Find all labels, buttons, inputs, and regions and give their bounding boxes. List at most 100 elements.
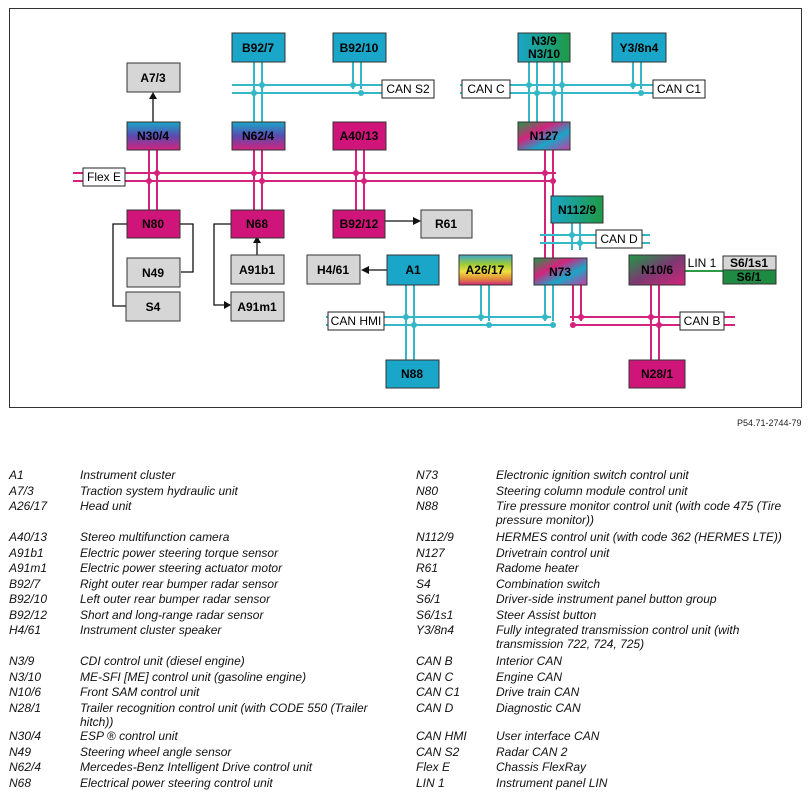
legend-code: N3/10 [9, 670, 42, 684]
legend-code: N3/9 [9, 654, 35, 668]
module-h4-61: H4/61 [306, 254, 361, 285]
legend-code: CAN HMI [416, 729, 467, 743]
legend-description: Right outer rear bumper radar sensor [80, 577, 279, 591]
junction-dot [358, 90, 364, 96]
junction-dot [648, 314, 654, 320]
svg-text:N28/1: N28/1 [641, 367, 673, 381]
module-a7-3: A7/3 [126, 62, 181, 93]
legend-description: CDI control unit (diesel engine) [80, 654, 245, 668]
svg-text:A26/17: A26/17 [466, 263, 505, 277]
legend-description: Traction system hydraulic unit [80, 484, 238, 498]
module-n68: N68 [230, 209, 285, 239]
junction-dot [403, 314, 409, 320]
junction-dot [578, 314, 584, 320]
legend-code: N112/9 [416, 530, 454, 544]
svg-text:N73: N73 [549, 265, 571, 279]
legend-code: S6/1s1 [416, 608, 454, 622]
svg-text:N10/6: N10/6 [641, 263, 673, 277]
svg-text:B92/12: B92/12 [340, 217, 379, 231]
junction-dot [526, 82, 532, 88]
svg-text:B92/7: B92/7 [242, 41, 274, 55]
junction-dot [638, 90, 644, 96]
legend-code: A40/13 [9, 530, 48, 544]
junction-dot [411, 322, 417, 328]
junction-dot [534, 90, 540, 96]
junction-dot [251, 90, 257, 96]
module-y3-8n4: Y3/8n4 [611, 32, 667, 63]
legend-description: Steer Assist button [496, 608, 597, 622]
module-n3-9: N3/9N3/10 [517, 32, 571, 63]
module-n73: N73 [533, 257, 588, 286]
junction-dot [251, 170, 257, 176]
flex-e-bus [73, 150, 556, 258]
module-n10-6: N10/6 [628, 254, 686, 286]
can-hmi-label: CAN HMI [331, 314, 382, 328]
module-a40-13: A40/13 [332, 121, 387, 151]
legend-description: ESP ® control unit [80, 729, 178, 743]
module-a1: A1 [386, 254, 440, 286]
legend-code: S4 [416, 577, 431, 591]
svg-text:N88: N88 [401, 367, 423, 381]
svg-text:B92/10: B92/10 [340, 41, 379, 55]
junction-dot [154, 170, 160, 176]
legend-code: Flex E [416, 760, 451, 774]
n80-n49-line [180, 223, 194, 273]
legend-description: Electronic ignition switch control unit [496, 468, 689, 482]
bus-label-boxes: CAN S2 CAN C CAN C1 Flex E CAN D LIN 1 C… [82, 79, 725, 331]
module-n80: N80 [126, 209, 181, 239]
junction-dot [570, 322, 576, 328]
can-s2-label: CAN S2 [386, 82, 430, 96]
legend-code: B92/7 [9, 577, 41, 591]
legend-description: Trailer recognition control unit (with C… [80, 701, 368, 729]
legend-code: N10/6 [9, 685, 42, 699]
svg-text:A1: A1 [405, 263, 421, 277]
module-b92-12: B92/12 [332, 209, 386, 239]
svg-text:A91m1: A91m1 [237, 300, 277, 314]
junction-dot [550, 178, 556, 184]
legend-description: Front SAM control unit [80, 685, 200, 699]
module-a91m1: A91m1 [230, 291, 285, 322]
module-b92-10: B92/10 [332, 32, 387, 63]
svg-text:A40/13: A40/13 [340, 129, 379, 143]
legend-code: H4/61 [9, 623, 42, 637]
legend-description: ME-SFI [ME] control unit (gasoline engin… [80, 670, 307, 684]
legend-code: A1 [9, 468, 24, 482]
svg-text:A7/3: A7/3 [140, 71, 166, 85]
junction-dot [259, 178, 265, 184]
r61-arrowhead [413, 217, 421, 225]
svg-text:A91b1: A91b1 [239, 263, 275, 277]
legend-code: N30/4 [9, 729, 42, 743]
legend-description: Engine CAN [496, 670, 563, 684]
legend-code: N68 [9, 776, 32, 790]
module-r61: R61 [420, 209, 473, 239]
legend-description: Electric power steering torque sensor [80, 546, 279, 560]
module-n88: N88 [385, 359, 440, 389]
junction-dot [146, 178, 152, 184]
legend-description: Electric power steering actuator motor [80, 561, 283, 575]
svg-text:H4/61: H4/61 [317, 263, 349, 277]
module-n112-9: N112/9 [550, 195, 604, 224]
legend-description: Drivetrain control unit [496, 546, 610, 560]
svg-text:N112/9: N112/9 [558, 203, 596, 217]
can-b-label: CAN B [684, 314, 721, 328]
lin-1-label: LIN 1 [688, 256, 717, 270]
can-c1-label: CAN C1 [657, 82, 701, 96]
module-s6-1: S6/1 [722, 269, 777, 285]
junction-dot [353, 170, 359, 176]
a91b1-arrowhead [253, 236, 261, 243]
legend-description: Radar CAN 2 [496, 745, 568, 759]
junction-dot [550, 322, 556, 328]
can-d-label: CAN D [600, 232, 638, 246]
junction-dots-magenta [146, 170, 662, 328]
legend-description: Mercedes-Benz Intelligent Drive control … [80, 760, 313, 774]
svg-text:N49: N49 [142, 266, 164, 280]
legend-code: CAN S2 [416, 745, 460, 759]
legend-code: B92/10 [9, 592, 48, 606]
network-diagram: CAN S2 CAN C CAN C1 Flex E CAN D LIN 1 C… [9, 8, 802, 408]
legend-code: A91b1 [9, 546, 44, 560]
n80-s4-line [112, 223, 127, 307]
legend-code: B92/12 [9, 608, 48, 622]
legend-code: R61 [416, 561, 439, 575]
diagram-frame [9, 8, 802, 408]
svg-text:N30/4: N30/4 [137, 129, 169, 143]
